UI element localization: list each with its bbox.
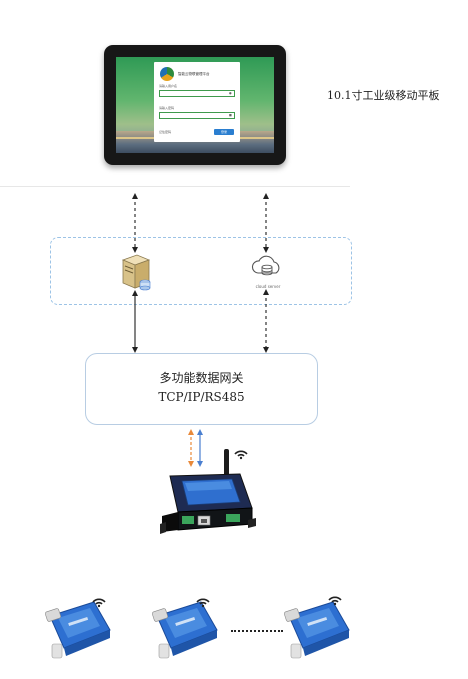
login-button[interactable]: 登录 — [214, 129, 234, 135]
password-label: 请输入密码 — [159, 106, 175, 110]
tablet-screen: 智能云物联管理平台 请输入用户名 ● 请输入密码 ■ 记住密码 登录 — [116, 57, 274, 153]
more-sensors-ellipsis — [231, 630, 283, 632]
cloud-server-caption: cloud server — [255, 284, 281, 289]
wifi-icon — [196, 598, 210, 608]
gateway-device — [160, 449, 256, 534]
password-field[interactable]: ■ — [159, 112, 235, 119]
divider-line — [0, 186, 350, 187]
app-logo-icon — [160, 67, 174, 81]
gateway-box: 多功能数据网关 TCP/IP/RS485 — [85, 353, 318, 425]
wifi-icon — [234, 450, 248, 460]
cloud-server-icon — [251, 255, 280, 276]
tablet-caption: 10.1寸工业级移动平板 — [327, 89, 440, 102]
wifi-icon — [92, 598, 106, 608]
sensor-device — [45, 601, 111, 659]
username-field[interactable]: ● — [159, 90, 235, 97]
server-icon — [121, 254, 151, 291]
user-icon: ● — [229, 91, 232, 95]
gateway-protocols: TCP/IP/RS485 — [158, 390, 245, 404]
sensor-device — [284, 601, 350, 659]
username-label: 请输入用户名 — [159, 84, 178, 88]
industrial-tablet: 智能云物联管理平台 请输入用户名 ● 请输入密码 ■ 记住密码 登录 — [104, 45, 286, 165]
login-card: 智能云物联管理平台 请输入用户名 ● 请输入密码 ■ 记住密码 登录 — [154, 62, 240, 142]
server-zone — [50, 237, 352, 305]
lock-icon: ■ — [229, 113, 232, 117]
gateway-title: 多功能数据网关 — [159, 371, 244, 385]
remember-password-checkbox[interactable]: 记住密码 — [159, 130, 172, 134]
wifi-icon — [328, 596, 342, 606]
sensor-device — [152, 601, 218, 659]
login-app-title: 智能云物联管理平台 — [178, 72, 210, 76]
